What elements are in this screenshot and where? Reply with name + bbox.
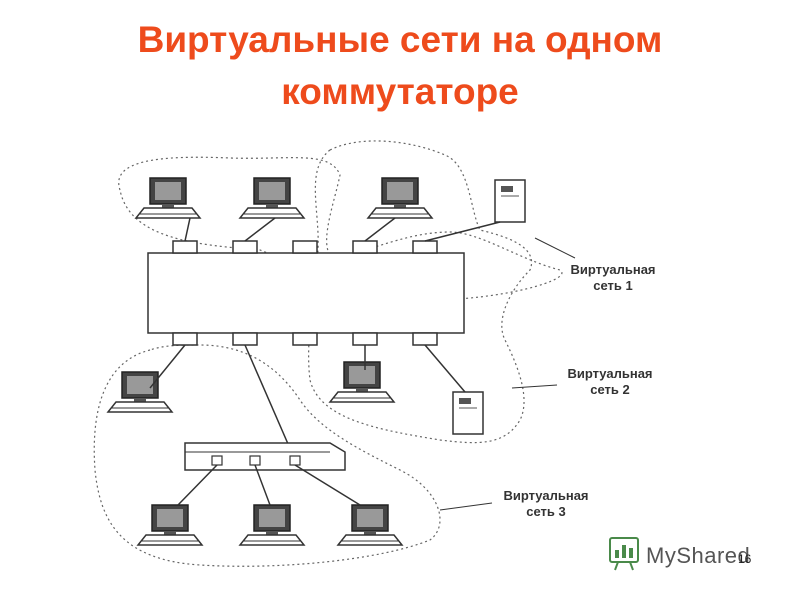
switch-port-top-3 [292,240,318,254]
vlan2-pointer [511,384,558,389]
pc-bottom-middle [329,361,395,403]
myshared-logo-icon [609,537,639,571]
vlan2-label-line2: сеть 2 [590,382,630,397]
switch-port-top-5 [412,240,438,254]
cable [424,344,466,393]
slide-title-line-2: коммутаторе [281,71,519,112]
hub-port-2 [249,455,261,466]
vlan3-label-line1: Виртуальная [503,488,589,503]
page-number: 16 [738,552,752,566]
vlan1-pointer [534,237,576,259]
switch-port-bottom-5 [412,332,438,346]
hub-port-1 [211,455,223,466]
cable [244,344,296,461]
cable [424,221,501,242]
cable [184,217,191,242]
pc-top-3 [367,177,433,219]
cable [364,217,396,242]
pc-bottom-left [107,371,173,413]
vlan1-label-line2: сеть 1 [593,278,633,293]
pc-top-1 [135,177,201,219]
vlan2-label-line1: Виртуальная [567,366,653,381]
vlan2-label: Виртуальная сеть 2 [555,366,665,398]
switch [147,252,465,334]
pc-hub-1 [137,504,203,546]
server-bottom [452,391,484,435]
pc-top-2 [239,177,305,219]
switch-port-bottom-3 [292,332,318,346]
vlan1-label-line1: Виртуальная [570,262,656,277]
vlan3-label-line2: сеть 3 [526,504,566,519]
switch-port-bottom-1 [172,332,198,346]
cable [294,464,361,506]
pc-hub-3 [337,504,403,546]
vlan3-pointer [439,502,493,511]
cable [149,344,186,389]
switch-port-top-2 [232,240,258,254]
hub-port-3 [289,455,301,466]
pc-hub-2 [239,504,305,546]
watermark-brand: MyShared [646,543,751,568]
slide-title: Виртуальные сети на одном коммутаторе [0,14,800,118]
slide-title-line-1: Виртуальные сети на одном [137,19,663,60]
switch-port-bottom-2 [232,332,258,346]
hub [184,442,346,471]
cable [254,464,271,506]
cable [177,464,218,506]
switch-port-top-4 [352,240,378,254]
watermark: MyShared [646,538,750,574]
switch-port-bottom-4 [352,332,378,346]
vlan3-label: Виртуальная сеть 3 [491,488,601,520]
server-top [494,179,526,223]
vlan1-label: Виртуальная сеть 1 [558,262,668,294]
vlan3-boundary [93,344,441,567]
switch-port-top-1 [172,240,198,254]
cable [244,217,276,242]
